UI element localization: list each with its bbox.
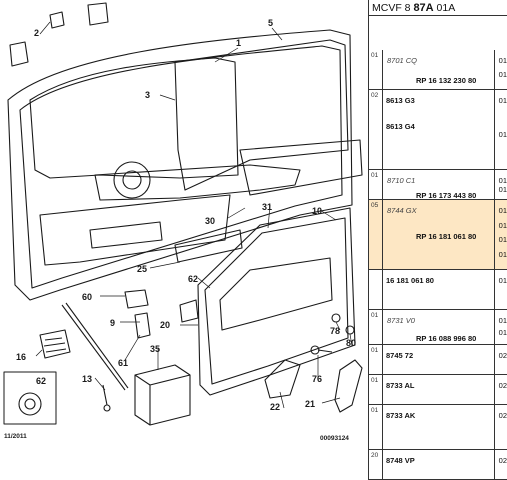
glass-pane	[174, 39, 349, 191]
row-ref: 20	[369, 450, 383, 479]
rear-window-glass	[29, 57, 239, 179]
exploded-parts-diagram: 1 2 3 5 9 10 13 16 20 21 22 25 30 31 35 …	[3, 2, 363, 442]
row-qty: 01	[498, 206, 507, 215]
header-suffix: 01A	[436, 2, 456, 14]
table-row[interactable]: 16 181 061 80 01	[369, 270, 507, 310]
inset-box	[3, 371, 57, 425]
row-part-text: RP 16 088 996 80	[416, 333, 477, 343]
callout-78: 78	[330, 326, 340, 336]
row-part-text: 8731 V0	[387, 316, 415, 325]
row-qty: 01	[498, 249, 507, 259]
row-part-text: 8733 AK	[386, 411, 416, 420]
callout-62: 62	[188, 274, 198, 284]
row-part-text: 8745 72	[386, 351, 414, 360]
callout-61: 61	[118, 358, 128, 368]
callout-labels: 1 2 3 5 9 10 13 16 20 21 22 25 30 31 35 …	[4, 18, 356, 442]
row-ref	[369, 270, 383, 309]
callout-35: 35	[150, 344, 160, 354]
callout-1: 1	[236, 38, 241, 48]
row-qty: 01	[498, 220, 507, 230]
table-row[interactable]: 05 8744 GX RP 16 181 061 80 01 01 01 01	[369, 200, 507, 270]
row-qty: 01	[498, 235, 507, 244]
callout-20: 20	[160, 320, 170, 330]
row-ref: 01	[369, 345, 383, 374]
row-part-text: 8733 AL	[386, 381, 415, 390]
row-ref: 02	[369, 90, 383, 169]
row-qty-column	[494, 405, 507, 449]
callout-16: 16	[16, 352, 26, 362]
callout-9: 9	[110, 318, 115, 328]
callout-60: 60	[82, 292, 92, 302]
callout-62-inset: 62	[36, 376, 46, 386]
row-part-text: 8613 G3	[386, 96, 415, 105]
row-qty-column	[494, 90, 507, 169]
row-part-text: 16 181 061 80	[386, 276, 434, 285]
row-ref: 01	[369, 310, 383, 344]
callout-5: 5	[268, 18, 273, 28]
callout-2: 2	[34, 28, 39, 38]
row-qty: 01	[498, 185, 507, 194]
diagram-svg: 1 2 3 5 9 10 13 16 20 21 22 25 30 31 35 …	[3, 2, 363, 442]
header-prefix: MCVF 8	[372, 2, 411, 14]
row-qty-column	[494, 270, 507, 309]
row-part-text: 8748 VP	[386, 456, 415, 465]
row-qty: 01	[498, 56, 507, 65]
tailgate-outer	[7, 29, 353, 301]
row-part-text: RP 16 132 230 80	[416, 76, 477, 85]
row-qty: 02	[498, 456, 507, 465]
row-ref: 05	[369, 200, 383, 269]
callout-76: 76	[312, 374, 322, 384]
row-qty-column	[494, 200, 507, 269]
row-part-text: 8701 CQ	[387, 56, 418, 65]
row-qty-column	[494, 170, 507, 199]
row-ref: 01	[369, 405, 383, 449]
parts-table: MCVF 8 87A 01A 01 8701 CQ RP 16 132 230 80…	[368, 0, 507, 480]
row-ref: 01	[369, 375, 383, 404]
header-bold: 87A	[413, 2, 434, 14]
row-qty: 02	[498, 381, 507, 390]
row-ref: 01	[369, 170, 383, 199]
callout-13: 13	[82, 374, 92, 384]
row-qty: 01	[498, 276, 507, 285]
callout-3: 3	[145, 90, 150, 100]
row-part-text: 8710 C1	[387, 176, 416, 185]
inner-trim-panel	[197, 207, 356, 396]
diagram-code: 00093124	[320, 435, 349, 442]
row-qty: 01	[498, 70, 507, 79]
row-qty-column	[494, 50, 507, 89]
row-qty-column	[494, 310, 507, 344]
row-qty-column	[494, 345, 507, 374]
row-qty: 01	[498, 327, 507, 337]
callout-10: 10	[312, 206, 322, 216]
callout-22: 22	[270, 402, 280, 412]
row-part-text: RP 16 181 061 80	[416, 232, 477, 241]
row-part-text: 8613 G4	[386, 122, 415, 131]
row-part-text: 8744 GX	[387, 206, 417, 215]
row-qty: 02	[498, 411, 507, 420]
row-part-text: RP 16 173 443 80	[416, 191, 477, 200]
row-qty-column	[494, 450, 507, 479]
row-qty: 01	[498, 316, 507, 325]
diagram-date: 11/2011	[4, 433, 27, 440]
table-row[interactable]: 01 8701 CQ RP 16 132 230 80 01 01	[369, 50, 507, 90]
table-header: MCVF 8 87A 01A	[369, 0, 507, 16]
callout-80: 80	[346, 338, 356, 348]
callout-25: 25	[137, 264, 147, 274]
callout-31: 31	[262, 202, 272, 212]
callout-30: 30	[205, 216, 215, 226]
row-qty: 02	[498, 351, 507, 360]
row-qty-column	[494, 375, 507, 404]
row-qty: 01	[498, 176, 507, 185]
row-qty: 01	[498, 96, 507, 105]
row-ref: 01	[369, 50, 383, 89]
callout-21: 21	[305, 399, 315, 409]
row-qty: 01	[498, 130, 507, 139]
